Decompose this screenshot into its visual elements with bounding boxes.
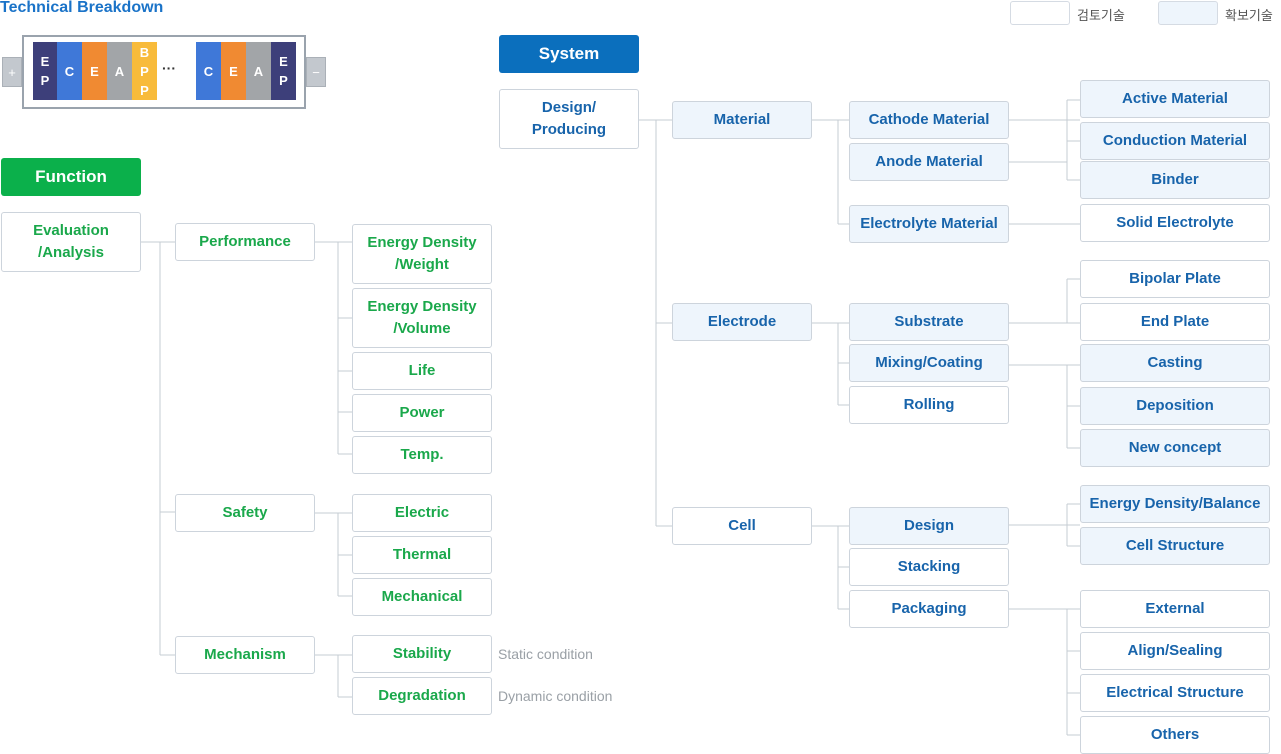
layer-anode: A: [246, 42, 271, 100]
node-thermal: Thermal: [352, 536, 492, 574]
node-bipolar-plate: Bipolar Plate: [1080, 260, 1270, 298]
node-life: Life: [352, 352, 492, 390]
node-stacking: Stacking: [849, 548, 1009, 586]
layer-anode: A: [107, 42, 132, 100]
legend-label-review: 검토기술: [1077, 9, 1125, 24]
node-casting: Casting: [1080, 344, 1270, 382]
node-material: Material: [672, 101, 812, 139]
node-substrate: Substrate: [849, 303, 1009, 341]
layer-cathode: C: [57, 42, 82, 100]
node-performance: Performance: [175, 223, 315, 261]
node-deposition: Deposition: [1080, 387, 1270, 425]
node-design-producing: Design/Producing: [499, 89, 639, 149]
legend-swatch-secured: [1158, 1, 1218, 25]
ellipsis: ···: [162, 60, 176, 76]
node-active-material: Active Material: [1080, 80, 1270, 118]
layer-cathode: C: [196, 42, 221, 100]
node-conduction-material: Conduction Material: [1080, 122, 1270, 160]
note-dynamic-condition: Dynamic condition: [498, 688, 613, 704]
layer-electrolyte: E: [82, 42, 107, 100]
legend-swatch-review: [1010, 1, 1070, 25]
node-anode-material: Anode Material: [849, 143, 1009, 181]
node-rolling: Rolling: [849, 386, 1009, 424]
node-cathode-material: Cathode Material: [849, 101, 1009, 139]
node-electrolyte-material: Electrolyte Material: [849, 205, 1009, 243]
node-energy-density-weight: Energy Density/Weight: [352, 224, 492, 284]
node-power: Power: [352, 394, 492, 432]
note-static-condition: Static condition: [498, 646, 593, 662]
node-cell-structure: Cell Structure: [1080, 527, 1270, 565]
negative-terminal: −: [306, 57, 326, 87]
node-end-plate: End Plate: [1080, 303, 1270, 341]
node-electrical-structure: Electrical Structure: [1080, 674, 1270, 712]
node-solid-electrolyte: Solid Electrolyte: [1080, 204, 1270, 242]
node-mixing-coating: Mixing/Coating: [849, 344, 1009, 382]
node-mechanism: Mechanism: [175, 636, 315, 674]
node-degradation: Degradation: [352, 677, 492, 715]
node-binder: Binder: [1080, 161, 1270, 199]
node-cell: Cell: [672, 507, 812, 545]
node-safety: Safety: [175, 494, 315, 532]
positive-terminal: +: [2, 57, 22, 87]
legend-label-secured: 확보기술: [1225, 9, 1273, 24]
node-packaging: Packaging: [849, 590, 1009, 628]
node-evaluation-analysis: Evaluation/Analysis: [1, 212, 141, 272]
layer-electrolyte: E: [221, 42, 246, 100]
node-design: Design: [849, 507, 1009, 545]
node-mechanical: Mechanical: [352, 578, 492, 616]
node-align-sealing: Align/Sealing: [1080, 632, 1270, 670]
node-stability: Stability: [352, 635, 492, 673]
node-electrode: Electrode: [672, 303, 812, 341]
node-external: External: [1080, 590, 1270, 628]
node-new-concept: New concept: [1080, 429, 1270, 467]
node-temp: Temp.: [352, 436, 492, 474]
function-header: Function: [1, 158, 141, 196]
node-others: Others: [1080, 716, 1270, 754]
page-title: Technical Breakdown: [0, 0, 164, 16]
node-electric: Electric: [352, 494, 492, 532]
node-energy-density-balance: Energy Density/Balance: [1080, 485, 1270, 523]
node-energy-density-volume: Energy Density/Volume: [352, 288, 492, 348]
system-header: System: [499, 35, 639, 73]
